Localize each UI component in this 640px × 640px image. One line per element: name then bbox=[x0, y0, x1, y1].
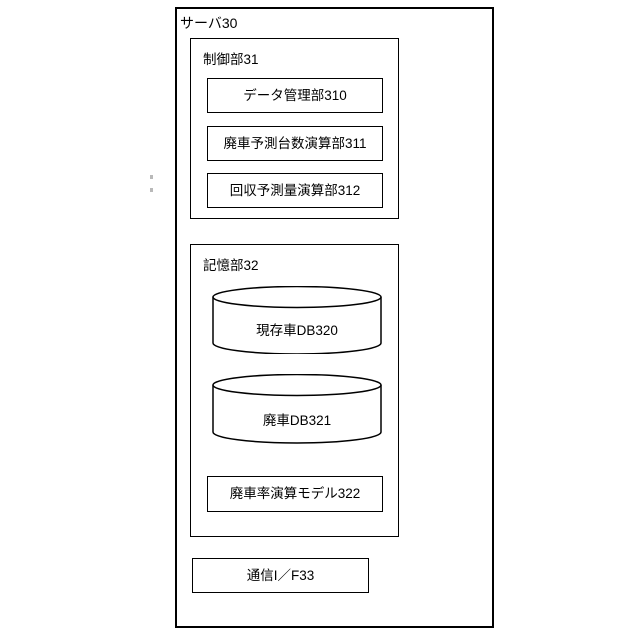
margin-speck-upper bbox=[150, 175, 153, 179]
cylinder-shape-icon bbox=[212, 286, 382, 354]
unit-recovery-forecast-312: 回収予測量演算部312 bbox=[207, 173, 383, 208]
memory-section-label: 記憶部32 bbox=[203, 258, 259, 273]
unit-communication-interface-33: 通信I／F33 bbox=[192, 558, 369, 593]
database-label-320: 現存車DB320 bbox=[256, 323, 338, 338]
database-cylinder-321: 廃車DB321 bbox=[212, 374, 382, 444]
database-label-321: 廃車DB321 bbox=[262, 413, 332, 428]
database-cylinder-320: 現存車DB320 bbox=[212, 286, 382, 354]
cylinder-shape-icon bbox=[212, 374, 382, 444]
unit-scrap-rate-model-322: 廃車率演算モデル322 bbox=[207, 476, 383, 512]
control-section-label: 制御部31 bbox=[203, 52, 259, 67]
margin-speck-lower bbox=[150, 188, 153, 192]
unit-data-management-310: データ管理部310 bbox=[207, 78, 383, 113]
unit-scrap-forecast-count-311: 廃車予測台数演算部311 bbox=[207, 126, 383, 161]
server-label: サーバ30 bbox=[180, 15, 238, 31]
